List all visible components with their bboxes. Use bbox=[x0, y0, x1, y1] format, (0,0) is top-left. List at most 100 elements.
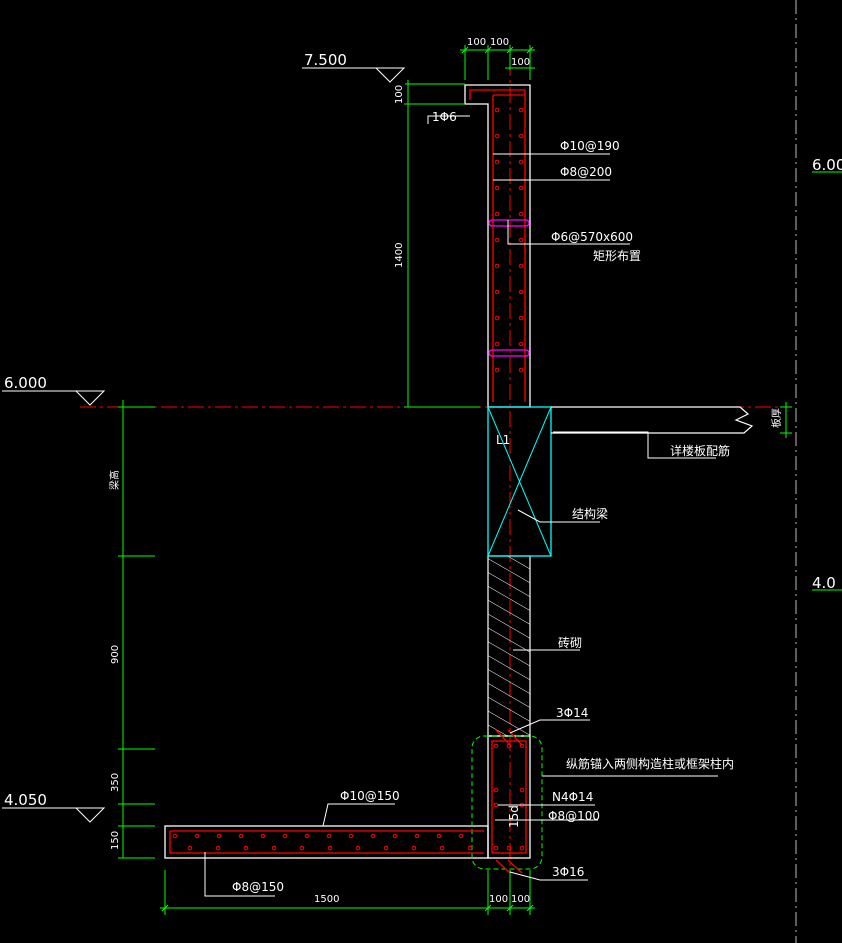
rebar-dot bbox=[494, 263, 500, 269]
dim-wall-height: 1400 bbox=[394, 243, 405, 268]
rebar-dot bbox=[519, 845, 525, 851]
rebar-dot bbox=[271, 845, 277, 851]
rebar-dot bbox=[518, 211, 524, 217]
rebar-dot bbox=[494, 289, 500, 295]
dim-bottom-a: 100 bbox=[489, 894, 508, 905]
rebar-dot bbox=[493, 787, 499, 793]
rebar-dot bbox=[187, 845, 193, 851]
rebar-dot bbox=[494, 315, 500, 321]
rebar-dot bbox=[493, 845, 499, 851]
label-bottom-top-bars: 3Φ14 bbox=[556, 706, 588, 720]
rebar-dot bbox=[327, 845, 333, 851]
rebar-dot bbox=[439, 845, 445, 851]
rebar-dot bbox=[494, 341, 500, 347]
label-brick: 砖砌 bbox=[558, 635, 582, 650]
rebar-dot bbox=[518, 367, 524, 373]
rebar-dot bbox=[494, 159, 500, 165]
level-right-lower: 4.0 bbox=[812, 574, 836, 592]
rebar-dot bbox=[216, 833, 222, 839]
rebar-dot bbox=[518, 133, 524, 139]
level-symbols bbox=[2, 67, 406, 823]
rebar-dot bbox=[348, 833, 354, 839]
dim-cantilever: 1500 bbox=[314, 894, 339, 905]
level-right-upper: 6.00 bbox=[812, 156, 842, 174]
rebar-dot bbox=[494, 237, 500, 243]
tie-hooks bbox=[488, 219, 530, 357]
label-anchor-note: 纵筋锚入两侧构造柱或框架柱内 bbox=[566, 756, 734, 771]
rebar-dot bbox=[194, 833, 200, 839]
label-cant-top-bars: Φ10@150 bbox=[340, 789, 400, 803]
rebar-dot bbox=[518, 237, 524, 243]
rebar-dot bbox=[493, 743, 499, 749]
rebar-dot bbox=[506, 845, 512, 851]
rebar-dot bbox=[299, 845, 305, 851]
level-top: 7.500 bbox=[304, 51, 347, 69]
rebar-dot bbox=[467, 845, 473, 851]
rebar-dot bbox=[458, 833, 464, 839]
cantilever-outline bbox=[164, 825, 489, 859]
rebar-dot bbox=[260, 833, 266, 839]
rebar-dot bbox=[518, 341, 524, 347]
dim-slab-thickness: 150 bbox=[110, 831, 121, 850]
level-slab: 6.000 bbox=[4, 374, 47, 392]
rebar-dot bbox=[518, 289, 524, 295]
label-wall-horizontal: Φ8@200 bbox=[560, 165, 612, 179]
rebar-dot bbox=[494, 367, 500, 373]
rebar-dot bbox=[519, 743, 525, 749]
label-wall-vertical: Φ10@190 bbox=[560, 139, 620, 153]
beam-cross-b bbox=[487, 406, 552, 557]
bottom-beam-outline bbox=[487, 735, 531, 859]
rebar-dot bbox=[392, 833, 398, 839]
label-waist-bars: N4Φ14 bbox=[552, 790, 593, 804]
rebar-dot bbox=[518, 263, 524, 269]
dim-brick-height: 900 bbox=[110, 645, 121, 664]
rebar-dot bbox=[355, 845, 361, 851]
label-beam-id: L1 bbox=[496, 433, 510, 447]
rebar-dot bbox=[518, 159, 524, 165]
dim-lip: 100 bbox=[394, 85, 405, 104]
label-slab-bars: 详楼板配筋 bbox=[670, 443, 730, 458]
rebar-dot bbox=[519, 787, 525, 793]
brick-wall bbox=[487, 555, 531, 737]
rebar-dot bbox=[243, 845, 249, 851]
rebar-dot bbox=[411, 845, 417, 851]
label-ties: Φ6@570x600 bbox=[551, 230, 633, 244]
dim-top-a: 100 bbox=[467, 37, 486, 48]
upper-wall-outline bbox=[464, 84, 531, 408]
rebar-dot bbox=[436, 833, 442, 839]
label-stirrup: Φ8@100 bbox=[548, 809, 600, 823]
beam-L1 bbox=[487, 406, 552, 557]
rebar-dot bbox=[383, 845, 389, 851]
label-anchor-length: 15d bbox=[507, 805, 521, 828]
label-cant-bottom-bars: Φ8@150 bbox=[232, 880, 284, 894]
label-lip-bar: 1Φ6 bbox=[432, 110, 457, 124]
rebar-dots bbox=[172, 107, 525, 851]
rebar-dot bbox=[215, 845, 221, 851]
rebar-dot bbox=[518, 185, 524, 191]
rebar-dot bbox=[238, 833, 244, 839]
rebar-dot bbox=[370, 833, 376, 839]
bottom-rebar bbox=[169, 729, 527, 874]
rebar-dot bbox=[518, 107, 524, 113]
rebar-dot bbox=[304, 833, 310, 839]
level-bottom: 4.050 bbox=[4, 791, 47, 809]
rebar-dot bbox=[506, 743, 512, 749]
rebar-dot bbox=[282, 833, 288, 839]
rebar-dot bbox=[414, 833, 420, 839]
rebar-dot bbox=[494, 211, 500, 217]
slab-outline bbox=[551, 406, 754, 434]
leader-lines bbox=[204, 115, 718, 897]
dimensions bbox=[118, 45, 792, 915]
dim-top-c: 100 bbox=[511, 57, 530, 68]
rebar-dot bbox=[518, 315, 524, 321]
label-bottom-bars: 3Φ16 bbox=[552, 865, 584, 879]
label-beam-name: 结构梁 bbox=[572, 506, 608, 521]
label-ties-note: 矩形布置 bbox=[593, 249, 641, 263]
rebar-dot bbox=[326, 833, 332, 839]
upper-wall-rebar bbox=[469, 89, 526, 402]
dim-base-depth: 350 bbox=[110, 773, 121, 792]
dim-bottom-b: 100 bbox=[511, 894, 530, 905]
dim-top-b: 100 bbox=[490, 37, 509, 48]
rebar-dot bbox=[494, 133, 500, 139]
